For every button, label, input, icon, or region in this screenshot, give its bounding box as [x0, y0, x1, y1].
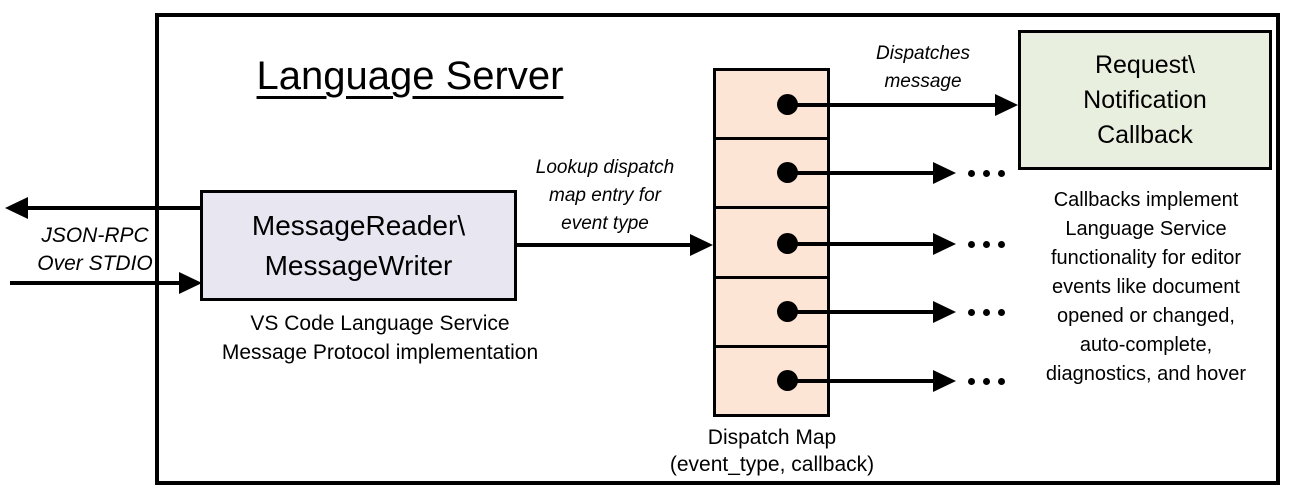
callback-caption-line5: opened or changed, [1057, 305, 1235, 327]
callback-box-line2: Notification [1083, 85, 1207, 114]
dispatch-map-caption: Dispatch Map (event_type, callback) [650, 424, 894, 478]
dispatches-label-line1: Dispatches [876, 43, 970, 64]
dispatch-cell [713, 344, 830, 418]
lookup-label-line3: event type [561, 213, 649, 234]
callback-box-line1: Request\ [1094, 50, 1196, 79]
diagram-title: Language Server [256, 54, 564, 98]
dispatch-map-caption-line1: Dispatch Map [707, 426, 837, 449]
language-server-boundary [155, 13, 1280, 485]
stdio-out-arrowhead-icon [5, 197, 28, 219]
stdio-in-arrowhead-icon [179, 272, 202, 294]
lookup-arrow-label: Lookup dispatch map entry for event type [500, 154, 710, 238]
dispatches-label-line2: message [884, 71, 962, 92]
callback-caption-line4: events like document [1052, 276, 1240, 298]
dispatch-cell [713, 68, 830, 141]
callback-caption-line6: auto-complete, [1079, 334, 1213, 356]
callback-caption-line7: diagnostics, and hover [1045, 363, 1247, 385]
dispatch-map-caption-line2: (event_type, callback) [669, 453, 875, 476]
lookup-arrow [517, 243, 692, 247]
stdio-label-line1: JSON-RPC [41, 224, 149, 247]
stdio-in-arrow [10, 281, 180, 285]
callback-caption-line1: Callbacks implement [1053, 189, 1239, 211]
callback-box-line3: Callback [1097, 120, 1193, 149]
callback-box: Request\ Notification Callback [1018, 30, 1272, 170]
message-box-line1: MessageReader\ [251, 209, 466, 241]
callback-caption: Callbacks implement Language Service fun… [1014, 186, 1278, 389]
lookup-label-line1: Lookup dispatch [535, 157, 675, 178]
stdio-label-line2: Over STDIO [37, 252, 153, 275]
message-box-caption-line2: Message Protocol implementation [221, 341, 539, 364]
dispatches-message-label: Dispatches message [833, 40, 1013, 96]
lookup-arrowhead-icon [690, 234, 713, 256]
message-box-line2: MessageWriter [264, 249, 453, 281]
stdio-out-arrow [26, 206, 200, 210]
callback-caption-line2: Language Service [1065, 218, 1227, 240]
message-box-caption-line1: VS Code Language Service [250, 312, 510, 335]
message-box-caption: VS Code Language Service Message Protoco… [190, 309, 570, 367]
dispatch-map [713, 68, 830, 418]
stdio-label: JSON-RPC Over STDIO [15, 222, 175, 278]
dispatch-cell [713, 275, 830, 348]
dispatch-cell [713, 206, 830, 279]
message-reader-writer-box: MessageReader\ MessageWriter [200, 190, 517, 301]
callback-caption-line3: functionality for editor [1050, 247, 1242, 269]
dispatch-cell [713, 137, 830, 210]
lookup-label-line2: map entry for [549, 185, 661, 206]
